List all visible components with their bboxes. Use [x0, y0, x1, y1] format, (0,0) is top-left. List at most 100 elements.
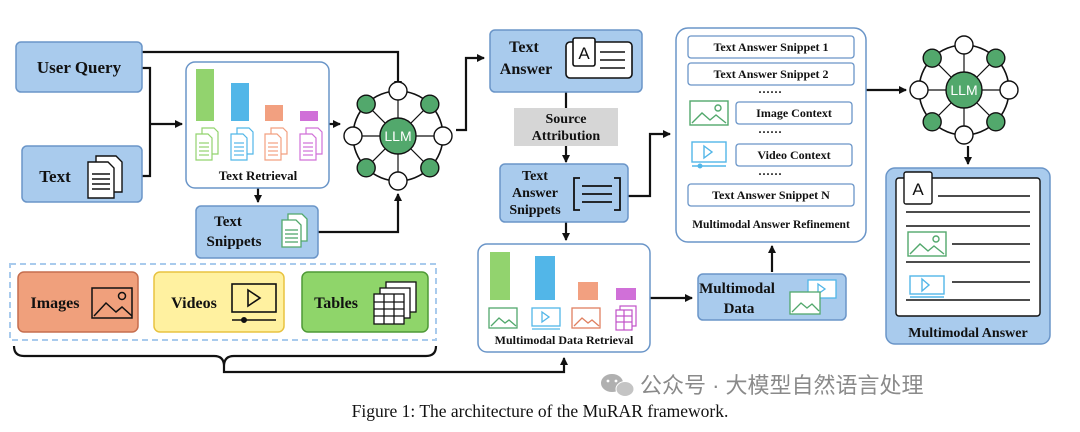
text-answer-box: Text Answer A [489, 29, 643, 93]
retrieval-score-bar [231, 83, 249, 121]
retrieved-doc-icon [195, 127, 219, 161]
text-snippets-line2: Snippets [206, 234, 261, 250]
retrieved-doc-icon [230, 127, 254, 161]
figure-caption: Figure 1: The architecture of the MuRAR … [352, 401, 729, 421]
text-input-label: Text [39, 167, 71, 186]
llm-network-node [909, 80, 929, 100]
answer-card-icon [565, 37, 633, 79]
mm-retrieved-table-icon [615, 305, 637, 331]
watermark-text: 公众号 · 大模型自然语言处理 [640, 373, 924, 398]
mm-retrieved-image2-icon [571, 307, 601, 329]
llm-network-node [420, 158, 440, 178]
mm-retrieved-video-icon [531, 307, 561, 330]
retrieved-docs-icons [195, 127, 323, 161]
text-answer-snippets-box: Text Answer Snippets [499, 163, 629, 223]
llm-label: LLM [950, 82, 977, 98]
mm-data-image-icon [789, 291, 821, 315]
video-context: Video Context [757, 148, 830, 162]
llm-network-node [922, 112, 942, 132]
dots-2: ······ [758, 125, 782, 139]
retrieved-doc-icon [264, 127, 288, 161]
multimodal-score-bar [490, 252, 510, 300]
dots-3: ······ [758, 167, 782, 181]
tables-modality-box: Tables [301, 271, 429, 333]
snippet-2: Text Answer Snippet 2 [713, 67, 828, 81]
text-input-box: Text [21, 145, 143, 203]
text-retrieval-box: Text Retrieval [185, 61, 330, 189]
source-attribution-line2: Attribution [532, 129, 601, 144]
multimodal-data-line1: Multimodal [699, 281, 775, 297]
multimodal-retrieval-bars [490, 252, 636, 300]
llm-network-node [356, 158, 376, 178]
tas-line2: Answer [512, 186, 558, 201]
multimodal-data-line2: Data [724, 301, 755, 317]
llm-network-node [986, 48, 1006, 68]
mm-retrieved-image-icon [488, 307, 518, 329]
answer-video-icon [909, 275, 945, 298]
snippet-bracket-icon [573, 177, 621, 211]
multimodal-retrieval-box: Multimodal Data Retrieval [477, 243, 651, 353]
document-stack-icon [87, 155, 123, 199]
watermark: 公众号 · 大模型自然语言处理 [601, 373, 924, 398]
llm-network-node [954, 125, 974, 145]
images-modality-box: Images [17, 271, 139, 333]
text-snippets-box: Text Snippets [195, 205, 319, 259]
llm-network-node [388, 171, 408, 191]
llm-network-node [999, 80, 1019, 100]
answer-letter-icon: A [578, 44, 590, 63]
llm-node-left: LLM [343, 81, 453, 191]
videos-label: Videos [171, 295, 217, 312]
snippet-1: Text Answer Snippet 1 [713, 40, 828, 54]
multimodal-retrieval-label: Multimodal Data Retrieval [495, 333, 634, 347]
llm-network-node [433, 126, 453, 146]
refinement-panel: Text Answer Snippet 1 Text Answer Snippe… [675, 27, 867, 243]
llm-core-node [379, 117, 417, 155]
user-query-label: User Query [37, 58, 122, 77]
images-label: Images [31, 295, 80, 312]
multimodal-answer-label: Multimodal Answer [908, 326, 1027, 341]
retrieved-doc-icon [299, 127, 323, 161]
multimodal-score-bar [616, 288, 636, 300]
tas-line3: Snippets [509, 203, 561, 218]
llm-node-right: LLM [909, 35, 1019, 145]
video-icon [231, 283, 277, 323]
multimodal-answer-letter-icon: A [912, 180, 924, 199]
text-retrieval-label: Text Retrieval [219, 168, 298, 183]
llm-network-node [954, 35, 974, 55]
llm-network-node [388, 81, 408, 101]
retrieval-score-bar [300, 111, 318, 121]
answer-lines [906, 195, 1030, 301]
image-context: Image Context [756, 106, 832, 120]
retrieval-score-bar [265, 105, 283, 121]
videos-modality-box: Videos [153, 271, 285, 333]
text-answer-line2: Answer [500, 61, 552, 78]
user-query-box: User Query [15, 41, 143, 93]
multimodal-answer-box: A Multimodal Answer [885, 167, 1051, 345]
green-docs-icon [281, 213, 308, 248]
image-context-icon [689, 100, 729, 126]
llm-network-node [420, 94, 440, 114]
source-attribution-line1: Source [546, 112, 587, 127]
multimodal-data-box: Multimodal Data [697, 273, 847, 321]
answer-image-icon [907, 231, 947, 257]
connectors [12, 50, 972, 374]
text-answer-line1: Text [509, 39, 539, 56]
llm-label: LLM [384, 128, 411, 144]
image-icon [91, 287, 133, 319]
table-stack-icon [373, 281, 417, 325]
snippet-n: Text Answer Snippet N [712, 188, 830, 202]
llm-network-node [356, 94, 376, 114]
tables-label: Tables [314, 295, 358, 312]
source-attribution-box: Source Attribution [514, 108, 618, 146]
refinement-title: Multimodal Answer Refinement [692, 219, 850, 231]
llm-network-node [986, 112, 1006, 132]
text-retrieval-bars [196, 69, 318, 121]
multimodal-score-bar [535, 256, 555, 300]
llm-network-node [343, 126, 363, 146]
llm-core-node [945, 71, 983, 109]
video-context-icon [691, 141, 727, 169]
llm-network-node [922, 48, 942, 68]
tas-line1: Text [522, 169, 548, 184]
wechat-icon [601, 374, 635, 397]
